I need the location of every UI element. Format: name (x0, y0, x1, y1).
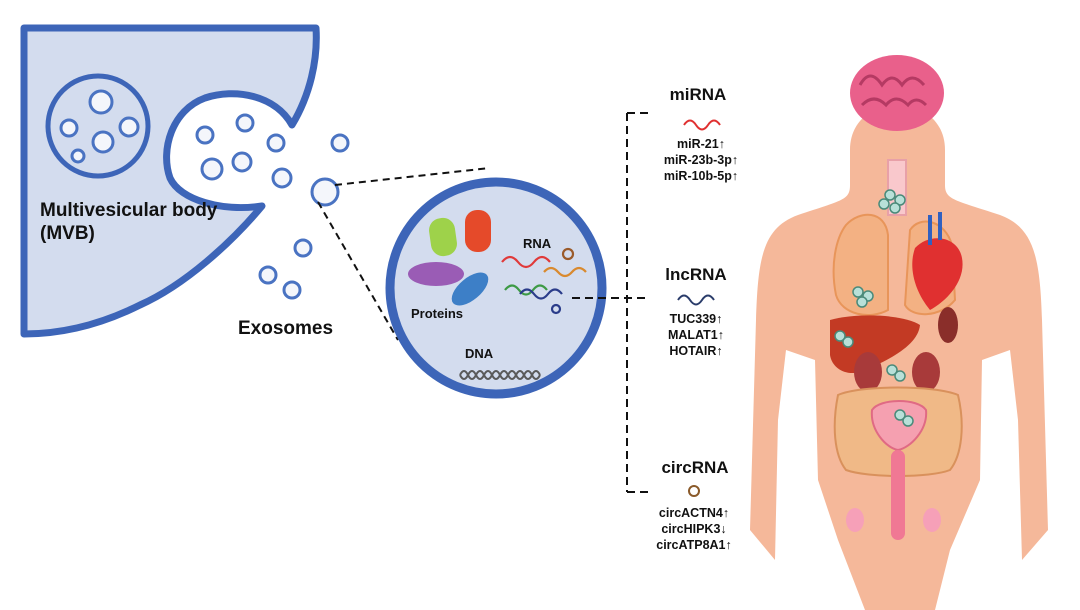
lncrna-gene: TUC339↑ (669, 312, 723, 326)
dna-helix (459, 370, 541, 380)
heart (912, 238, 963, 310)
mirna-gene: miR-23b-3p↑ (663, 153, 739, 167)
intraluminal-vesicles (59, 89, 293, 189)
liver (830, 315, 920, 374)
exosome-zoom (385, 177, 607, 399)
circrna-ring-icon (688, 485, 700, 497)
mirna-squiggle-icon (683, 119, 721, 131)
lncrna-gene-list: TUC339↑ MALAT1↑ HOTAIR↑ (646, 311, 746, 359)
human-body (750, 55, 1048, 610)
mirna-gene: miR-21↑ (677, 137, 725, 151)
circrna-gene: circHIPK3↓ (661, 522, 727, 536)
zoom-lines (317, 167, 491, 341)
lncrna-title: lncRNA (665, 265, 727, 284)
circrna-gene: circATP8A1↑ (656, 538, 732, 552)
mirna-title: miRNA (669, 85, 727, 104)
category-bracket (572, 112, 652, 493)
circrna-gene: circACTN4↑ (658, 506, 730, 520)
rna-label: RNA (523, 236, 552, 251)
dna-label: DNA (465, 346, 494, 361)
mvb-label: Multivesicular body (MVB) (40, 200, 218, 244)
proteins-label: Proteins (411, 306, 464, 321)
protein-shapes (408, 210, 491, 306)
spleen (938, 307, 958, 343)
lncrna-gene: HOTAIR↑ (669, 344, 723, 358)
brain (850, 55, 944, 131)
tumor-clusters (834, 189, 914, 427)
lncrna-gene: MALAT1↑ (667, 328, 724, 342)
released-exosomes (258, 133, 350, 300)
left-kidney (854, 352, 882, 392)
lncrna-squiggle-icon (677, 294, 715, 306)
right-kidney (912, 352, 940, 392)
circrna-gene-list: circACTN4↑ circHIPK3↓ circATP8A1↑ (640, 505, 748, 553)
bladder (870, 400, 928, 452)
mirna-gene: miR-10b-5p↑ (663, 169, 739, 183)
circrna-title: circRNA (661, 458, 729, 477)
mirna-gene-list: miR-21↑ miR-23b-3p↑ miR-10b-5p↑ (646, 136, 756, 184)
rna-strands (501, 247, 587, 315)
exosomes-label: Exosomes (238, 318, 334, 339)
